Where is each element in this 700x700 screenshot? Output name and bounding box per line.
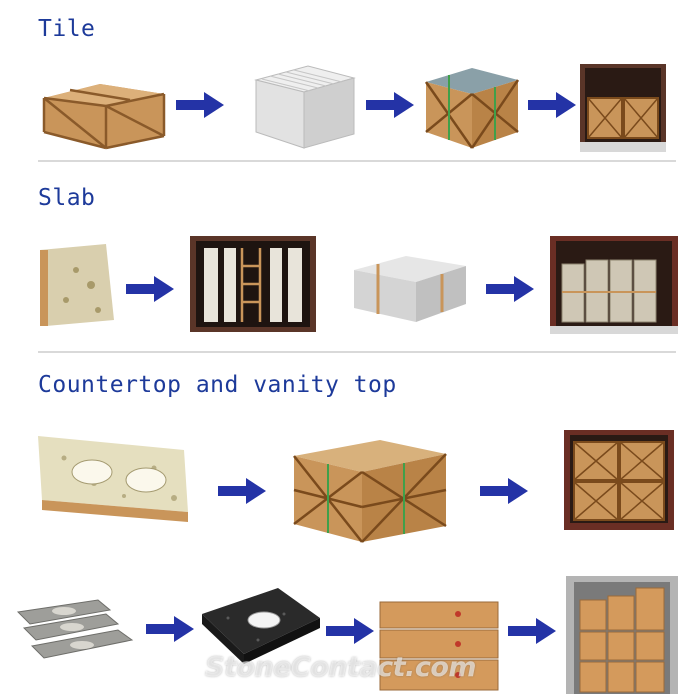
section-divider <box>38 160 676 162</box>
wooden-crate-photo <box>40 66 168 150</box>
right-arrow-icon <box>146 616 194 642</box>
loaded-container-photo <box>550 236 678 334</box>
loaded-container-photo <box>580 64 666 152</box>
crated-countertops-photo <box>290 434 450 546</box>
carton-boxes-photo <box>378 598 500 692</box>
watermark: StoneContact.com <box>205 652 477 683</box>
black-vanity-top-photo <box>198 584 324 680</box>
vanity-top-photo <box>34 428 192 528</box>
slab-frame-bundle-photo <box>350 252 470 326</box>
right-arrow-icon <box>176 92 224 118</box>
section-title-countertop: Countertop and vanity top <box>38 372 397 398</box>
right-arrow-icon <box>326 618 374 644</box>
slab-bundle-photo <box>36 240 118 330</box>
right-arrow-icon <box>528 92 576 118</box>
right-arrow-icon <box>508 618 556 644</box>
strapped-crate-photo <box>422 58 522 152</box>
right-arrow-icon <box>486 276 534 302</box>
right-arrow-icon <box>480 478 528 504</box>
vanity-tops-stack-photo <box>14 596 138 670</box>
loaded-container-photo <box>566 576 678 694</box>
right-arrow-icon <box>218 478 266 504</box>
section-divider <box>38 351 676 353</box>
loaded-container-photo <box>564 430 674 530</box>
section-title-tile: Tile <box>38 16 96 42</box>
wrapped-tiles-photo <box>250 60 358 152</box>
right-arrow-icon <box>366 92 414 118</box>
section-title-slab: Slab <box>38 185 96 211</box>
right-arrow-icon <box>126 276 174 302</box>
slabs-in-container-photo <box>190 236 316 332</box>
